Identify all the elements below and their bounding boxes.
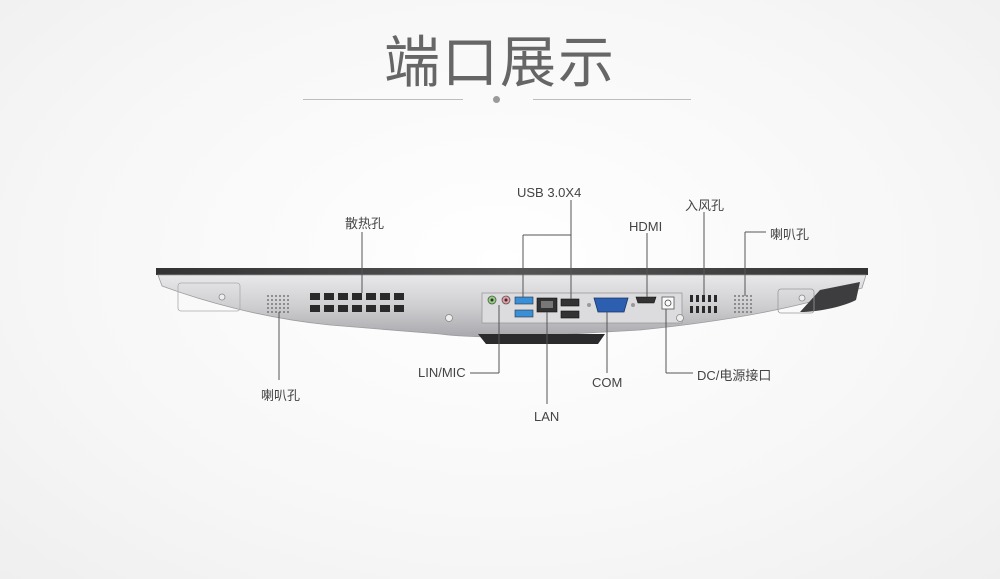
com-port <box>593 297 629 313</box>
screw-right <box>676 314 684 322</box>
title-divider-right <box>533 99 691 100</box>
usb-port-4 <box>560 310 580 319</box>
label-lin-mic: LIN/MIC <box>418 365 466 380</box>
screw-left <box>218 293 226 301</box>
label-heat-vents: 散热孔 <box>345 216 385 231</box>
stand-base <box>478 334 605 344</box>
hdmi-port <box>635 296 657 304</box>
label-speaker-left: 喇叭孔 <box>261 388 301 403</box>
heat-vents <box>310 293 404 312</box>
label-air-intake: 入风孔 <box>685 198 725 213</box>
usb-port-3 <box>560 298 580 307</box>
screw-far-right <box>798 294 806 302</box>
label-usb: USB 3.0X4 <box>517 185 582 200</box>
screen-edge <box>156 268 868 275</box>
label-speaker-right: 喇叭孔 <box>770 227 810 242</box>
leader-lines <box>278 200 766 404</box>
screw-mid <box>445 314 453 322</box>
speaker-grille-left <box>267 295 289 313</box>
speaker-grille-right <box>734 295 752 313</box>
label-lan: LAN <box>534 409 560 424</box>
label-com: COM <box>592 375 623 390</box>
title-divider-left <box>303 99 463 100</box>
title-divider-dot <box>493 96 500 103</box>
left-panel <box>177 282 241 312</box>
right-panel <box>777 288 815 314</box>
dc-port <box>661 296 675 310</box>
air-intake <box>690 295 717 313</box>
usb-port-1 <box>514 296 534 305</box>
page-title: 端口展示 <box>384 31 616 96</box>
label-hdmi: HDMI <box>629 219 663 234</box>
label-dc-power: DC/电源接口 <box>697 368 772 383</box>
usb-port-2 <box>514 309 534 318</box>
device-right-end <box>800 282 860 312</box>
